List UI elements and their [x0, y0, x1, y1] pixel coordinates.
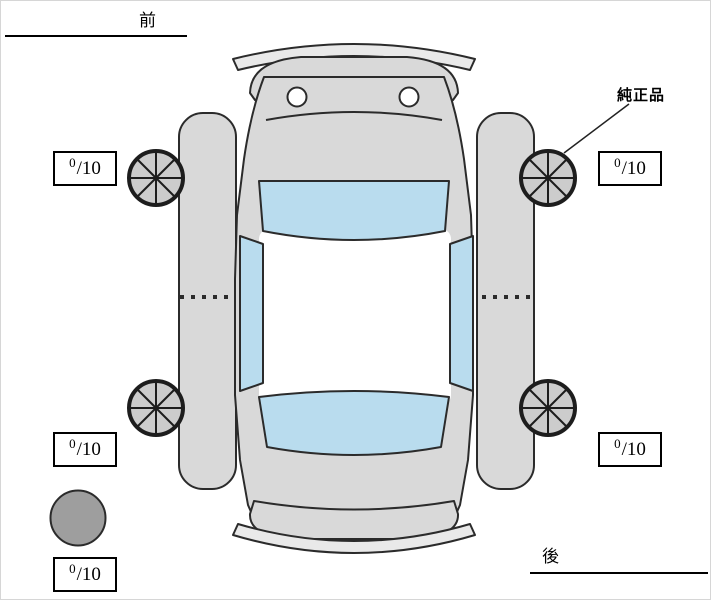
tire-score-front-right: 0 /10: [598, 151, 662, 186]
tire-score-spare: 0 /10: [53, 557, 117, 592]
wheel-front-left-icon: [127, 149, 185, 207]
tire-score-numerator: 0: [614, 435, 621, 451]
hood-cowl-line: [265, 111, 443, 121]
tire-score-rear-right: 0 /10: [598, 432, 662, 467]
tire-score-numerator: 0: [69, 560, 76, 576]
tire-score-numerator: 0: [69, 154, 76, 170]
tire-score-denominator: /10: [76, 157, 101, 179]
left-side-panel: [178, 112, 237, 490]
genuine-part-leader-line: [563, 103, 630, 154]
tire-score-numerator: 0: [69, 435, 76, 451]
rear-window-glass: [258, 390, 450, 456]
windshield-glass: [258, 180, 450, 241]
right-window-glass: [449, 235, 474, 392]
front-label: 前: [5, 6, 187, 37]
tire-score-denominator: /10: [621, 438, 646, 460]
hood-detail-circle-left: [286, 86, 308, 108]
tire-score-front-left: 0 /10: [53, 151, 117, 186]
tire-score-rear-left: 0 /10: [53, 432, 117, 467]
left-window-glass: [239, 235, 264, 392]
car-roof: [259, 229, 451, 405]
tire-score-denominator: /10: [76, 438, 101, 460]
rear-label: 後: [530, 542, 708, 574]
wheel-front-right-icon: [519, 149, 577, 207]
wheel-rear-right-icon: [519, 379, 577, 437]
spare-tire-icon: [49, 489, 107, 547]
hood-detail-circle-right: [398, 86, 420, 108]
tire-score-denominator: /10: [621, 157, 646, 179]
wheel-rear-left-icon: [127, 379, 185, 437]
tire-score-numerator: 0: [614, 154, 621, 170]
genuine-part-label: 純正品: [617, 86, 666, 104]
right-side-panel: [476, 112, 535, 490]
rear-spoiler-arc: [232, 523, 476, 554]
tire-score-denominator: /10: [76, 563, 101, 585]
